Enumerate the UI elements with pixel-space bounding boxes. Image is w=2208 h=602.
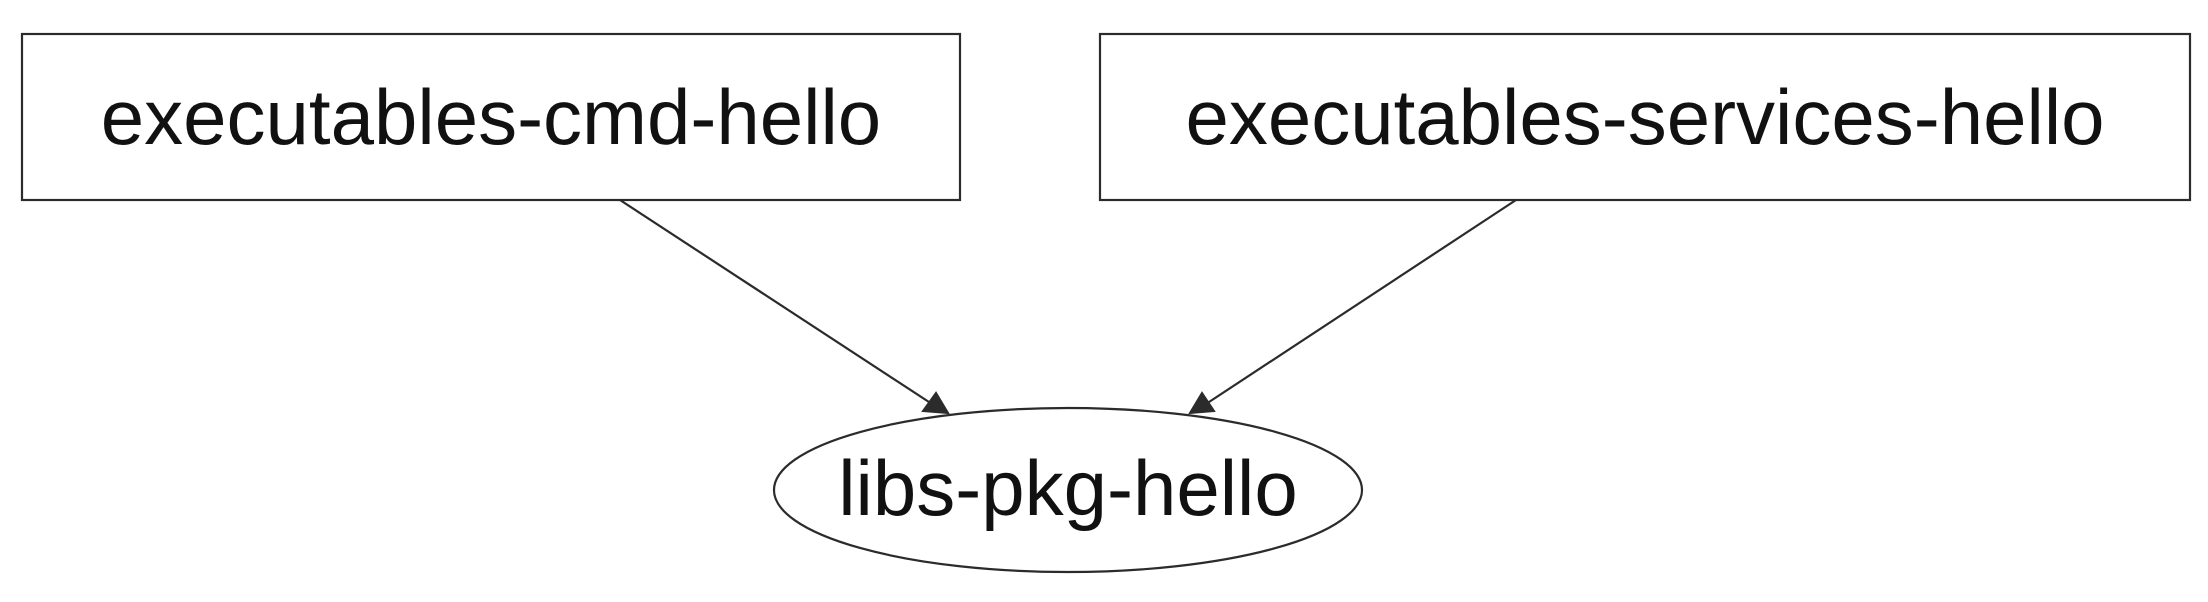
node-executables-services-hello[interactable]: executables-services-hello [1098,32,2192,202]
node-label: executables-services-hello [1185,73,2104,161]
node-executables-cmd-hello[interactable]: executables-cmd-hello [20,32,962,202]
node-box [20,32,962,202]
edge-cmd-hello-to-libs-pkg-hello [619,199,950,415]
node-box [1098,32,2192,202]
node-ellipse [772,406,1364,574]
arrowhead-icon [1188,391,1216,415]
edge-line [1205,199,1517,405]
node-label: executables-cmd-hello [101,73,881,161]
node-label: libs-pkg-hello [838,444,1298,532]
node-libs-pkg-hello[interactable]: libs-pkg-hello [772,406,1364,574]
arrowhead-icon [921,391,950,415]
edge-services-hello-to-libs-pkg-hello [1188,199,1517,415]
edge-line [619,199,933,405]
